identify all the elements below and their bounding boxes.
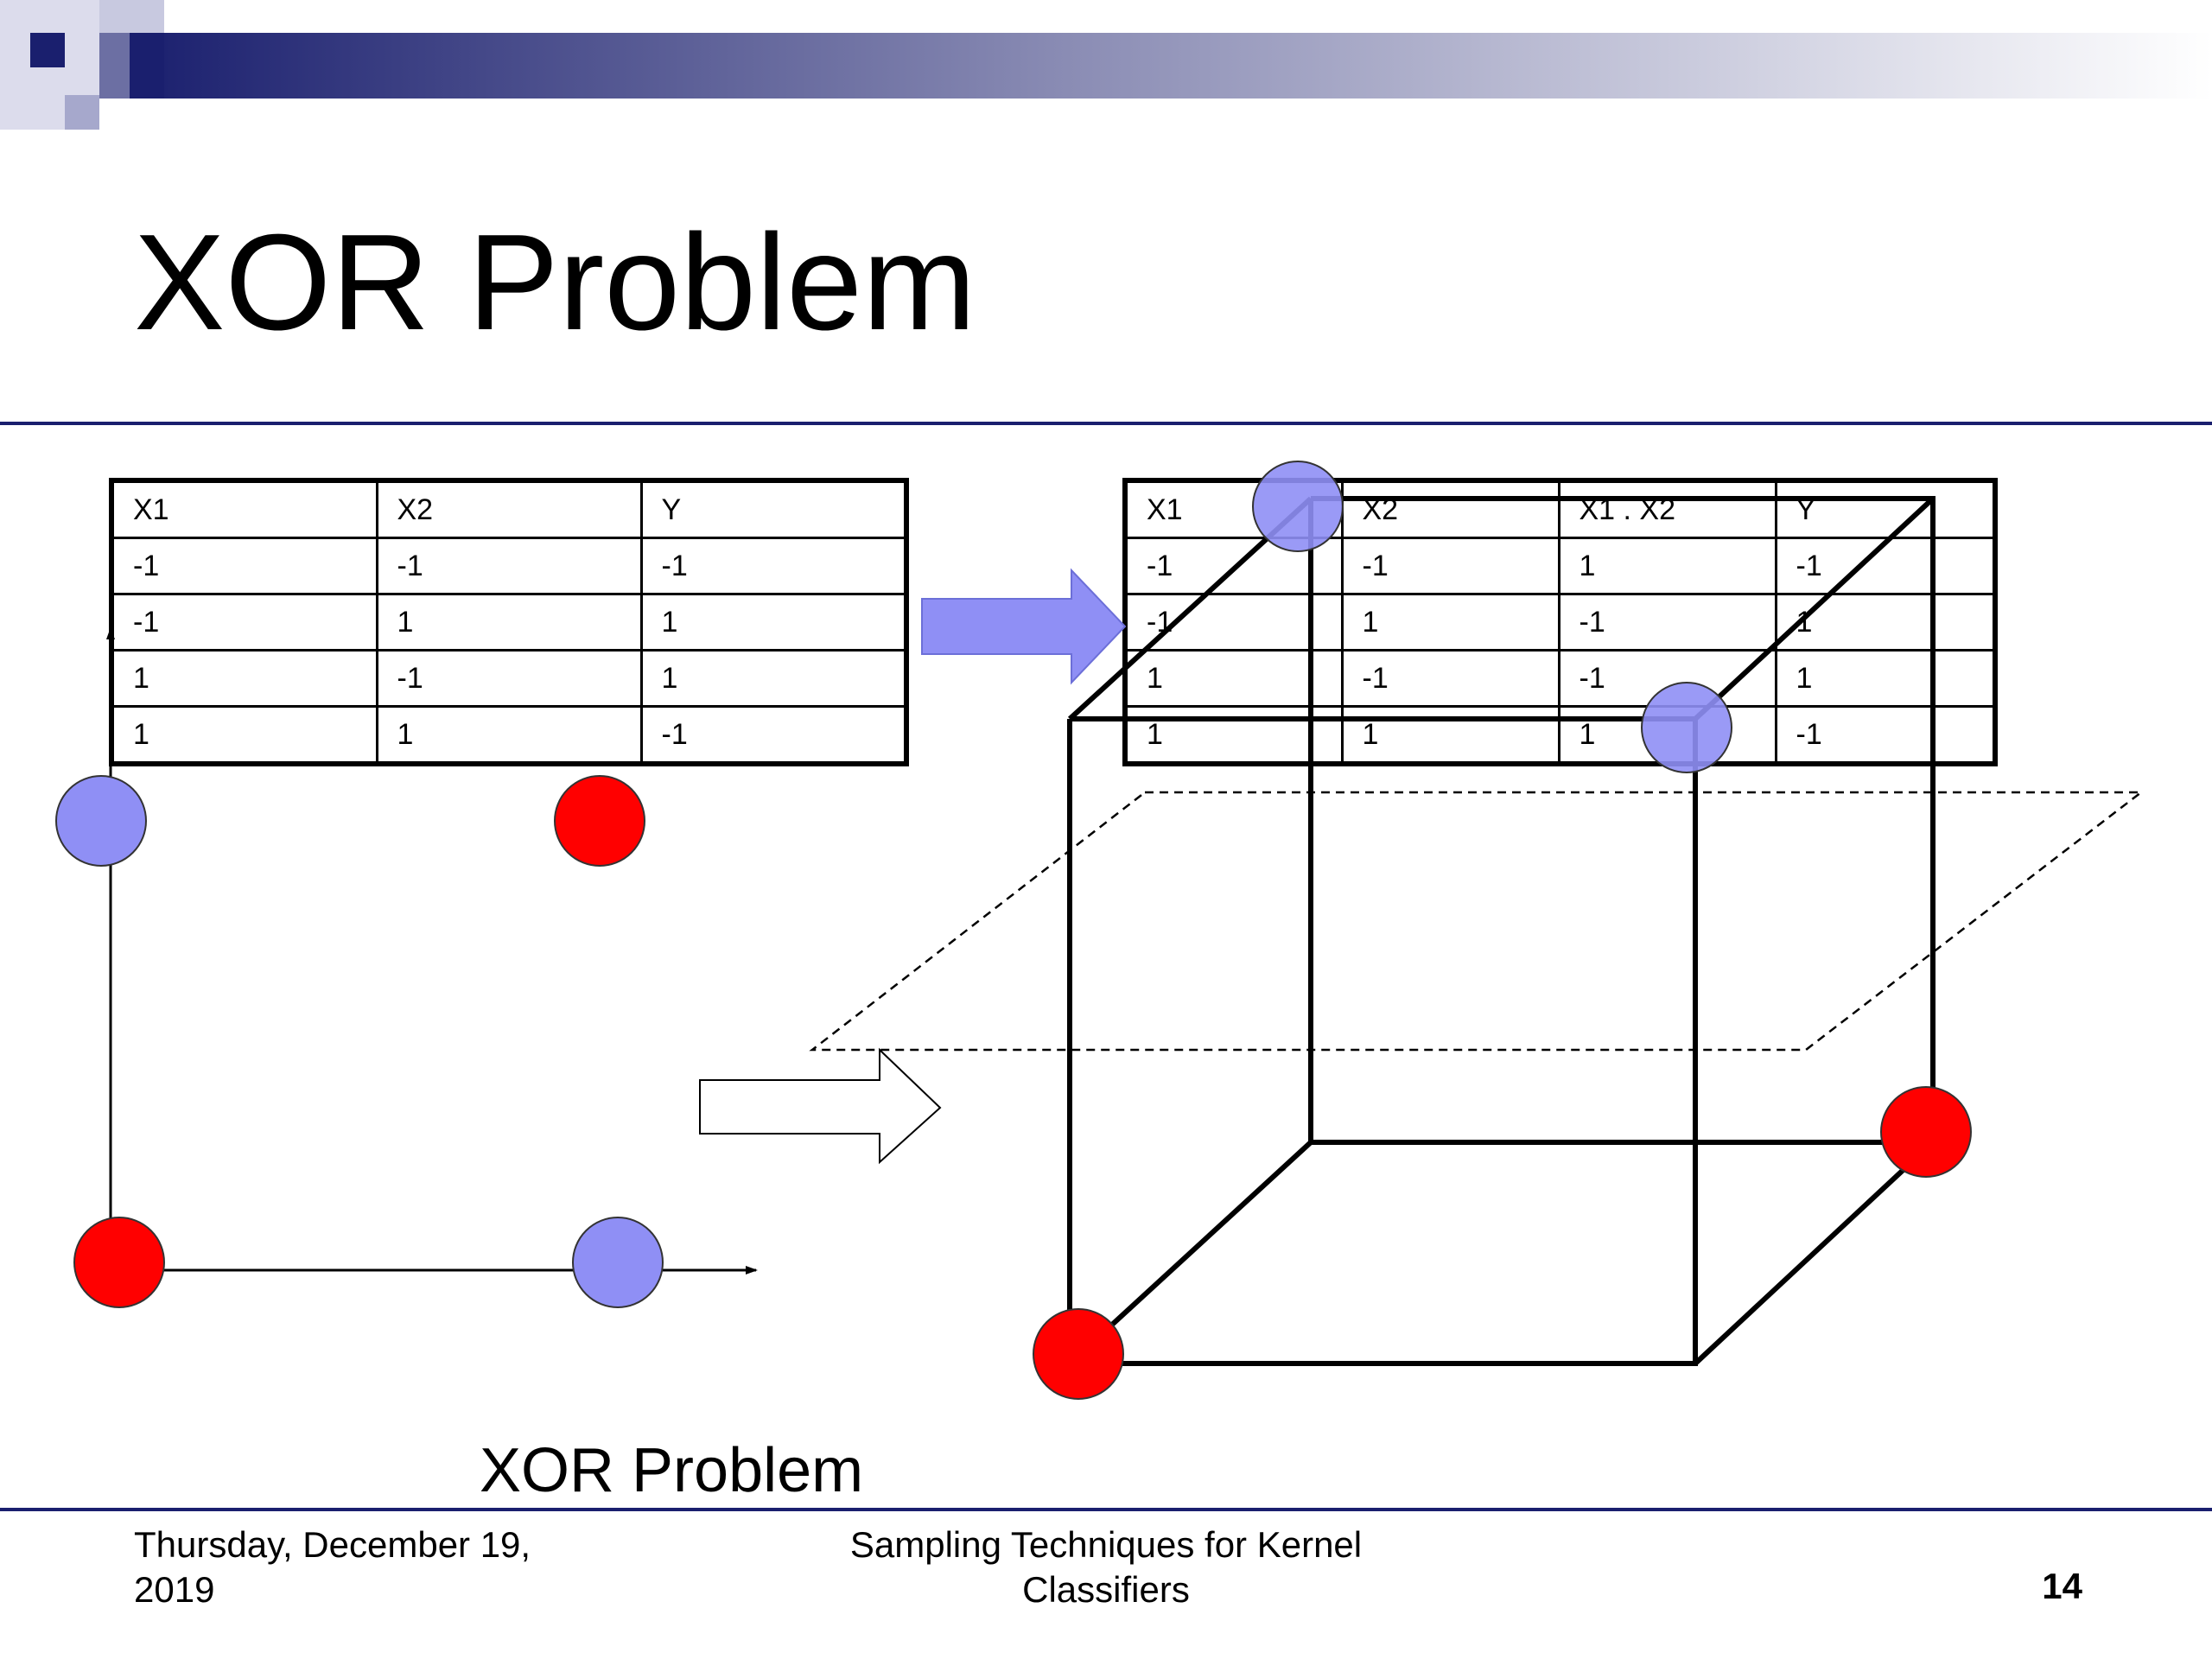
cube-edge [1693, 1140, 1936, 1366]
table-cell: 1 [1774, 593, 1997, 652]
header-square-dark [130, 33, 164, 99]
table-cell: 1 [375, 705, 643, 766]
footer-course-title: Sampling Techniques for Kernel Classifie… [849, 1524, 1363, 1610]
positive-point [572, 1217, 664, 1308]
table-cell: 1 [1557, 537, 1777, 595]
table-row: -1 1 -1 1 [1123, 593, 1997, 652]
header-square-mid [65, 95, 99, 130]
page-number: 14 [2042, 1566, 2082, 1606]
cube-edge [1308, 496, 1936, 1145]
table-header-cell: X2 [375, 479, 643, 539]
table-cell: -1 [639, 705, 908, 766]
table-cell: 1 [1340, 593, 1560, 652]
separating-plane [809, 791, 2145, 1052]
table-cell: -1 [375, 537, 643, 595]
table-row: 1 1 -1 [110, 705, 908, 766]
table-header-cell: X1 [110, 479, 378, 539]
negative-point [73, 1217, 165, 1308]
transform-arrow [699, 1047, 942, 1165]
negative-point [554, 775, 645, 867]
table-cell: -1 [1123, 593, 1344, 652]
title-divider [0, 422, 2212, 425]
mapping-arrow [921, 568, 1127, 685]
table-cell: -1 [1340, 649, 1560, 708]
negative-point-3d [1033, 1308, 1124, 1400]
header-gradient-band [0, 0, 2212, 130]
table-cell: 1 [375, 593, 643, 652]
cube-edge [1067, 716, 1698, 1366]
table-cell: -1 [1774, 705, 1997, 766]
table-cell: -1 [110, 537, 378, 595]
footer-date: Thursday, December 19, 2019 [134, 1524, 531, 1610]
table-cell: -1 [110, 593, 378, 652]
header-square-mid [99, 33, 130, 99]
positive-point [55, 775, 147, 867]
table-cell: 1 [110, 649, 378, 708]
table-header-cell: Y [639, 479, 908, 539]
table-cell: -1 [639, 537, 908, 595]
table-cell: 1 [1774, 649, 1997, 708]
table-cell: 1 [110, 705, 378, 766]
header-band-bar [130, 33, 2212, 99]
positive-point-3d [1252, 461, 1344, 552]
table-header-row: X1 X2 Y [110, 479, 908, 539]
positive-point-3d [1641, 682, 1732, 773]
table-cell: 1 [1123, 705, 1344, 766]
table-cell: 1 [1123, 649, 1344, 708]
table-header-cell: Y [1774, 479, 1997, 539]
table-row: -1 -1 -1 [110, 537, 908, 595]
table-cell: -1 [1340, 537, 1560, 595]
table-cell: 1 [1340, 705, 1560, 766]
header-square-dark [30, 33, 65, 67]
cube-edge [1693, 496, 1936, 721]
table-row: 1 -1 1 [110, 649, 908, 708]
figure-caption: XOR Problem [480, 1436, 864, 1505]
xor-truth-table: X1 X2 Y -1 -1 -1 -1 1 1 1 -1 1 1 1 -1 [109, 478, 909, 766]
table-row: -1 1 1 [110, 593, 908, 652]
footer-divider [0, 1508, 2212, 1511]
table-cell: 1 [639, 593, 908, 652]
negative-point-3d [1880, 1086, 1972, 1178]
table-cell: 1 [639, 649, 908, 708]
table-cell: -1 [1557, 593, 1777, 652]
slide-title: XOR Problem [134, 207, 976, 359]
table-cell: -1 [375, 649, 643, 708]
table-header-cell: X2 [1340, 479, 1560, 539]
